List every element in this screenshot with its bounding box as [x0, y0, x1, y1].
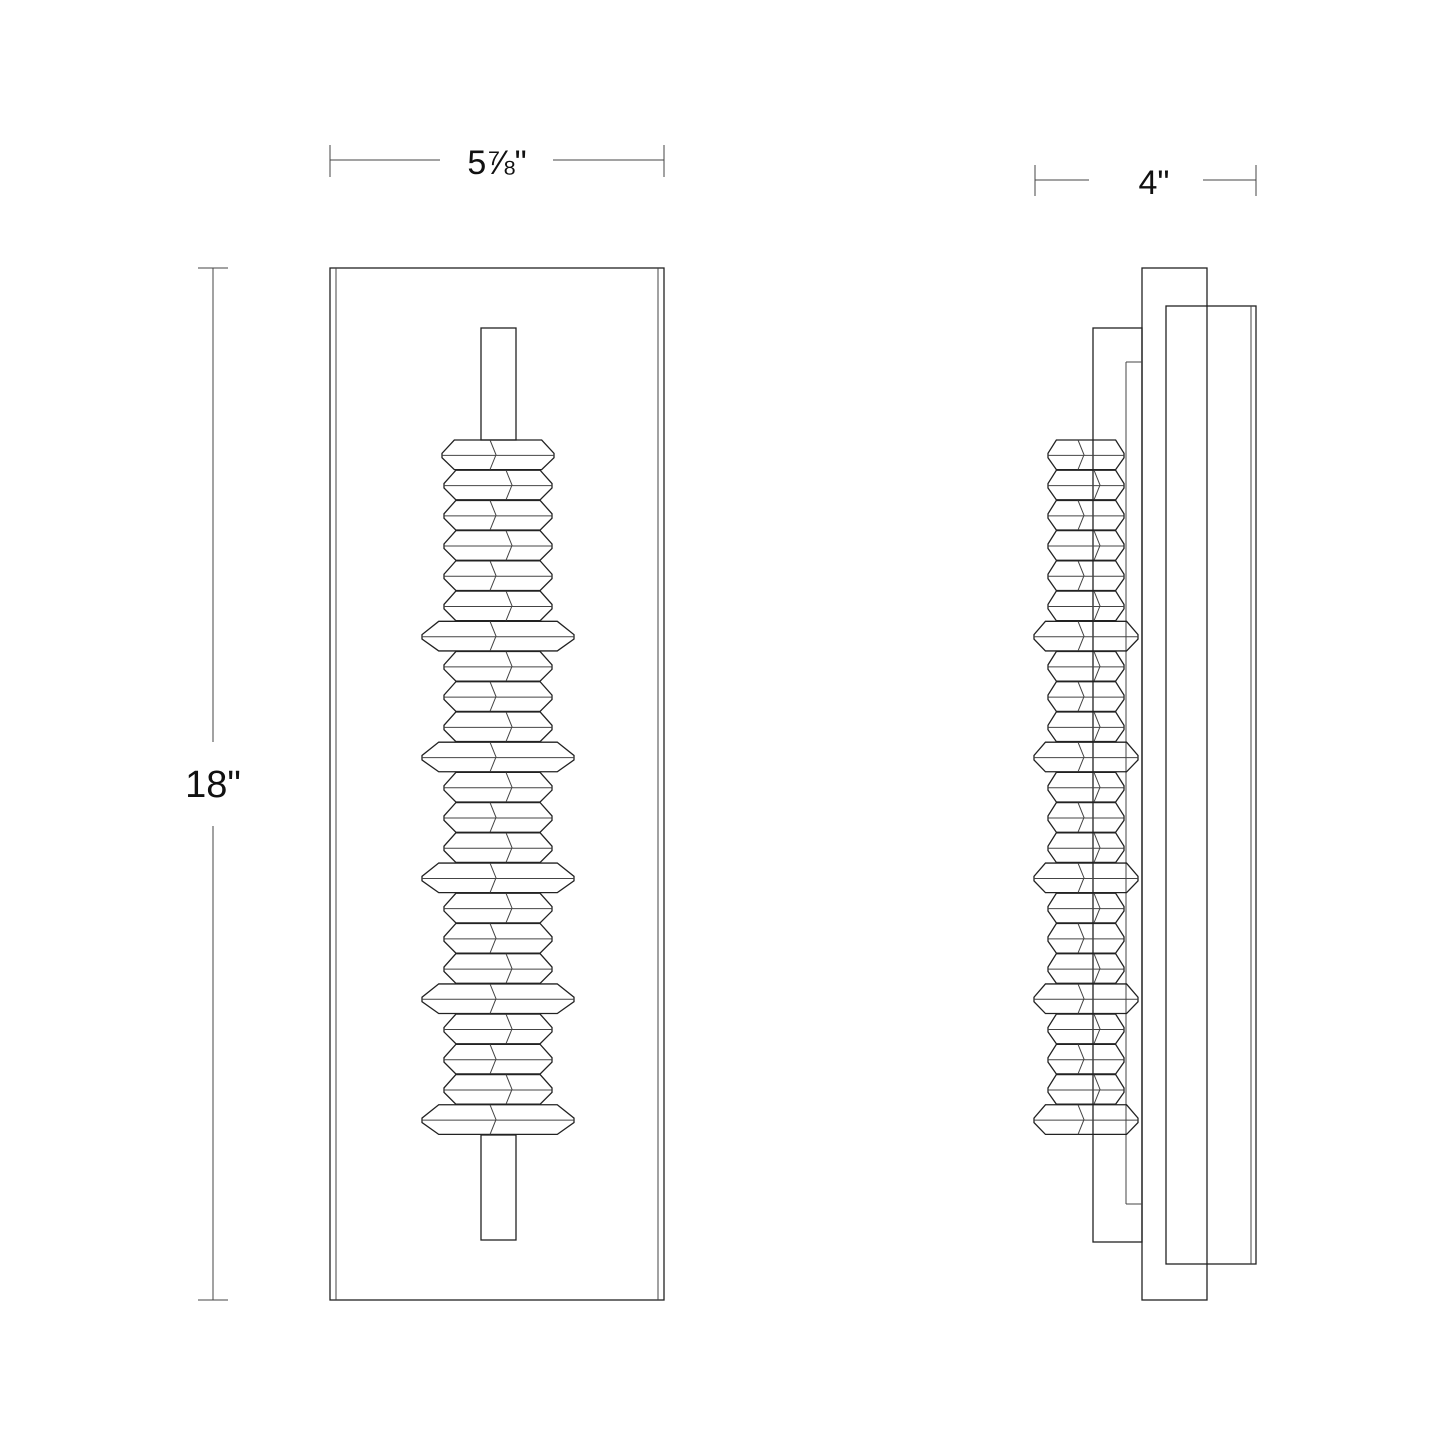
crystal-disc — [1047, 650, 1125, 682]
crystal-disc — [421, 1104, 575, 1136]
bottom-rod — [480, 1134, 517, 1241]
front-view — [329, 267, 665, 1301]
crystal-disc — [1033, 620, 1139, 652]
side-arm — [1092, 327, 1143, 1243]
crystal-disc — [421, 983, 575, 1015]
crystal-disc — [443, 590, 553, 622]
crystal-disc — [443, 560, 553, 592]
crystal-disc — [1033, 1104, 1139, 1136]
side-front-panel — [1165, 305, 1257, 1265]
crystal-disc — [1047, 1073, 1125, 1105]
crystal-disc — [1047, 1043, 1125, 1075]
crystal-stack-side — [1033, 439, 1139, 1136]
crystal-disc — [441, 439, 555, 471]
crystal-disc — [443, 650, 553, 682]
crystal-disc — [1047, 469, 1125, 501]
crystal-disc — [1047, 590, 1125, 622]
crystal-disc — [1033, 862, 1139, 894]
depth-dimension: 4" — [1034, 164, 1257, 202]
crystal-disc — [443, 892, 553, 924]
height-dimension: 18" — [185, 267, 241, 1301]
crystal-stack-front — [421, 439, 575, 1136]
crystal-disc — [443, 922, 553, 954]
crystal-disc — [1047, 922, 1125, 954]
crystal-disc — [443, 801, 553, 833]
crystal-disc — [443, 953, 553, 984]
crystal-disc — [1033, 983, 1139, 1015]
crystal-disc — [1047, 1013, 1125, 1045]
height-label: 18" — [185, 764, 241, 806]
crystal-disc — [443, 771, 553, 803]
crystal-disc — [443, 1043, 553, 1075]
crystal-disc — [1047, 530, 1125, 561]
crystal-disc — [443, 499, 553, 531]
crystal-disc — [1047, 771, 1125, 803]
crystal-disc — [443, 469, 553, 501]
crystal-disc — [1033, 741, 1139, 773]
crystal-disc — [1047, 711, 1125, 743]
crystal-disc — [1047, 892, 1125, 924]
crystal-disc — [421, 862, 575, 894]
crystal-disc — [1047, 439, 1125, 471]
crystal-disc — [421, 620, 575, 652]
side-view — [1033, 267, 1257, 1301]
crystal-disc — [443, 1013, 553, 1045]
crystal-disc — [421, 741, 575, 773]
crystal-disc — [1047, 801, 1125, 833]
crystal-disc — [443, 530, 553, 561]
backplate — [329, 267, 665, 1301]
crystal-disc — [443, 1073, 553, 1105]
width-label: 5⅞" — [467, 144, 526, 182]
side-canopy — [1141, 267, 1208, 1301]
crystal-disc — [443, 711, 553, 743]
crystal-disc — [443, 832, 553, 864]
width-dimension: 5⅞" — [329, 144, 665, 182]
crystal-disc — [443, 681, 553, 713]
depth-label: 4" — [1139, 164, 1170, 202]
crystal-disc — [1047, 832, 1125, 864]
crystal-disc — [1047, 681, 1125, 713]
crystal-disc — [1047, 499, 1125, 531]
crystal-disc — [1047, 953, 1125, 984]
crystal-disc — [1047, 560, 1125, 592]
top-rod — [480, 327, 517, 441]
